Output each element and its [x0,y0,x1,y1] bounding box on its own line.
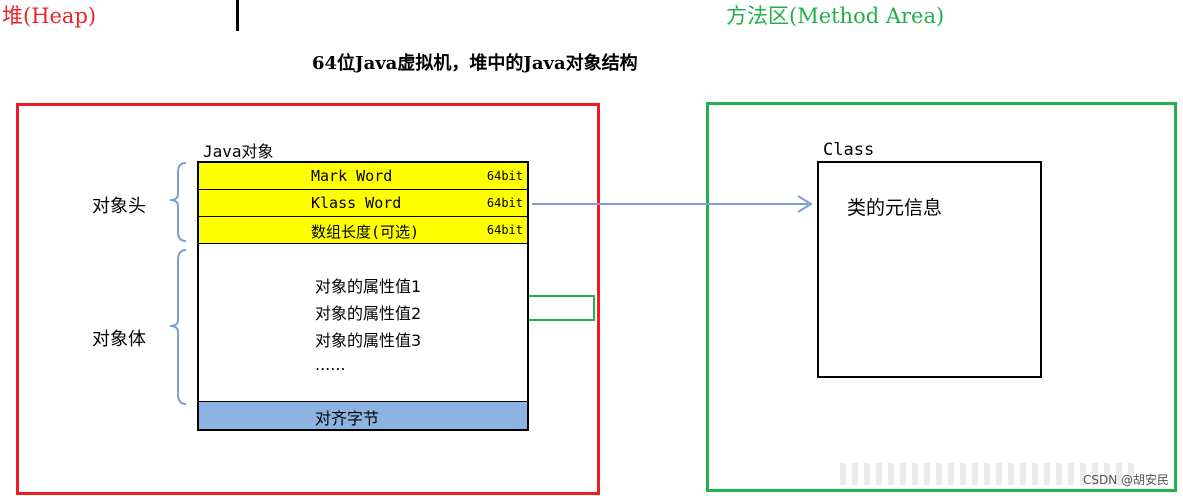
csdn-watermark: CSDN @胡安民 [1082,473,1169,487]
java-object-structure: Mark Word 64bit Klass Word 64bit 数组长度(可选… [197,161,529,431]
heap-title: 堆(Heap) [2,4,97,28]
mark-word-row: Mark Word 64bit [199,163,527,190]
heap-region [16,103,600,495]
field-value-3: 对象的属性值3 [315,331,422,350]
divider-line [236,0,239,31]
mark-word-bits: 64bit [486,169,523,183]
object-body-brace [170,249,187,405]
field-value-2: 对象的属性值2 [315,304,422,323]
object-body-label: 对象体 [92,329,146,350]
field-value-ellipsis: ...... [315,355,346,374]
klass-word-label: Klass Word [311,194,402,212]
java-object-caption: Java对象 [203,142,274,161]
green-connector [529,295,595,321]
class-meta-label: 类的元信息 [847,197,943,219]
padding-row: 对齐字节 [199,401,527,429]
method-area-title: 方法区(Method Area) [726,4,945,28]
object-header-label: 对象头 [92,196,146,217]
klass-word-bits: 64bit [486,196,523,210]
object-header-brace [170,162,187,242]
diagram-title: 64位Java虚拟机，堆中的Java对象结构 [312,53,638,74]
array-length-label: 数组长度(可选) [311,223,420,241]
method-area-region [706,102,1177,492]
padding-label: 对齐字节 [315,409,380,428]
field-value-1: 对象的属性值1 [315,277,422,296]
array-length-row: 数组长度(可选) 64bit [199,217,527,244]
class-metadata-box: 类的元信息 [817,161,1042,378]
class-caption: Class [823,140,875,160]
arrow-head [797,195,813,213]
brackets [170,162,187,405]
klass-pointer-arrow [532,195,813,213]
faded-watermark-text [840,463,1140,485]
array-length-bits: 64bit [486,223,523,237]
mark-word-label: Mark Word [311,167,393,185]
klass-word-row: Klass Word 64bit [199,190,527,217]
